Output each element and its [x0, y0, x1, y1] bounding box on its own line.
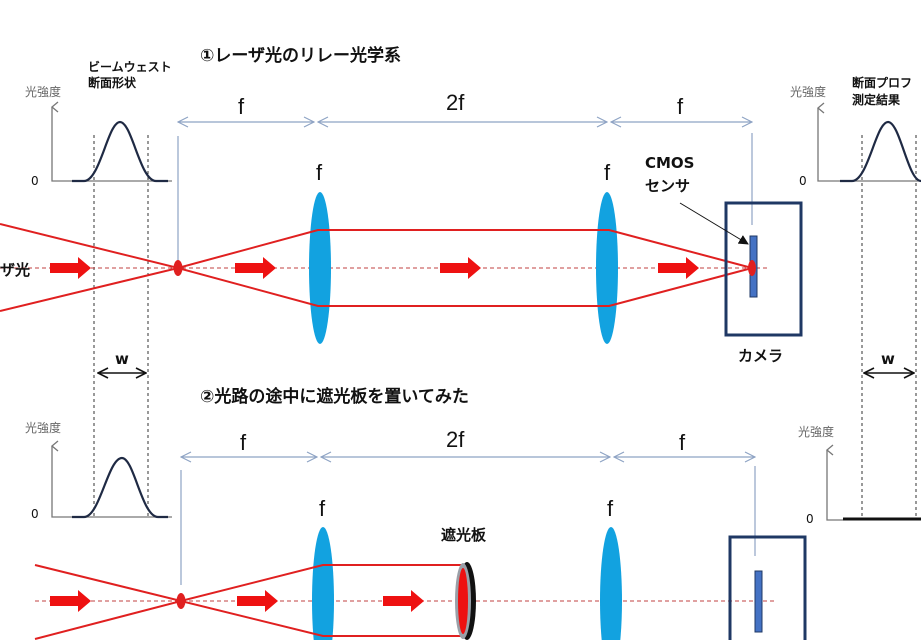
- lens: [600, 527, 622, 640]
- right-graph-caption: 測定結果: [852, 92, 900, 107]
- right-graph-axes: [827, 450, 843, 521]
- gaussian-profile: [72, 456, 168, 519]
- left-graph-ylabel: 光強度: [25, 420, 61, 435]
- left-graph-axes: [52, 107, 172, 182]
- arrow-right-icon: [50, 590, 91, 612]
- dimension-label: 2f: [446, 427, 465, 452]
- arrow-right-icon: [50, 257, 91, 279]
- dimension-label: f: [677, 94, 684, 119]
- left-graph-zero: 0: [31, 174, 39, 188]
- measured-profile: [840, 120, 921, 183]
- right-graph-zero: 0: [799, 174, 807, 188]
- camera-body: [728, 535, 807, 640]
- shield-label: 遮光板: [441, 526, 487, 544]
- lens: [312, 527, 334, 640]
- light-shield: [455, 562, 476, 640]
- dimension-label: f: [679, 430, 686, 455]
- sensor-label: センサ: [645, 177, 690, 195]
- beam-waist: [176, 593, 186, 609]
- left-graph-axes: [52, 446, 172, 518]
- gaussian-profile: [72, 120, 168, 183]
- dimension-label: f: [238, 94, 245, 119]
- arrow-right-icon: [658, 257, 699, 279]
- left-graph-caption: ビームウェスト: [88, 59, 172, 74]
- left-graph-caption: 断面形状: [88, 75, 137, 90]
- direction-arrows: [50, 257, 699, 279]
- dimension-label: 2f: [446, 90, 465, 115]
- lens: [596, 192, 618, 344]
- lens-label: f: [319, 496, 326, 521]
- laser-beam-upper: [34, 564, 462, 603]
- left-graph-ylabel: 光強度: [25, 84, 61, 99]
- right-graph-caption: 断面プロフ: [852, 75, 912, 90]
- cmos-sensor: [754, 570, 763, 633]
- laser-beam-upper: [0, 223, 753, 270]
- arrow-right-icon: [237, 590, 278, 612]
- lens: [309, 192, 331, 344]
- left-graph-zero: 0: [31, 507, 39, 521]
- sensor-pointer: [679, 202, 749, 245]
- laser-beam-lower: [34, 599, 462, 640]
- beam-waist: [173, 260, 183, 276]
- camera-body: [724, 201, 803, 337]
- arrow-right-icon: [440, 257, 481, 279]
- sensor-label: CMOS: [645, 154, 695, 172]
- dimension-label: f: [240, 430, 247, 455]
- beam-spot: [748, 260, 756, 276]
- camera-label: カメラ: [738, 347, 783, 365]
- width-label: w: [115, 350, 129, 368]
- laser-beam-lower: [0, 266, 753, 312]
- arrow-right-icon: [235, 257, 276, 279]
- right-graph-ylabel: 光強度: [790, 84, 826, 99]
- section1-title: ①レーザ光のリレー光学系: [200, 45, 401, 66]
- right-graph-axes: [818, 108, 921, 182]
- direction-arrows: [50, 590, 424, 612]
- section2-title: ②光路の途中に遮光板を置いてみた: [200, 386, 469, 407]
- laser-label: ザ光: [0, 261, 30, 279]
- lens-label: f: [607, 496, 614, 521]
- right-graph-zero: 0: [806, 512, 814, 526]
- width-label: w: [881, 350, 895, 368]
- arrow-right-icon: [383, 590, 424, 612]
- right-graph-ylabel: 光強度: [798, 424, 834, 439]
- lens-label: f: [316, 160, 323, 185]
- lens-label: f: [604, 160, 611, 185]
